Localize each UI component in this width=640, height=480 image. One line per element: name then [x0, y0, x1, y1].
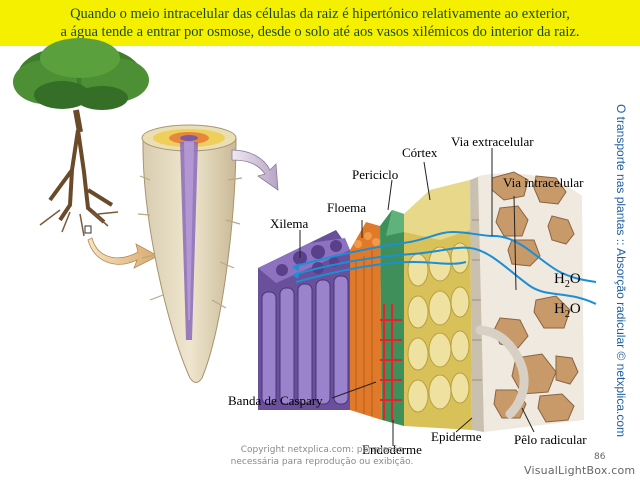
- page-number: 86: [594, 452, 606, 462]
- floema-label: Floema: [327, 200, 366, 215]
- xylem-tissue: [258, 230, 350, 410]
- h2o-label-2: H2O: [554, 301, 581, 320]
- epiderme-label: Epiderme: [431, 429, 482, 444]
- cortex-tissue: [404, 180, 472, 430]
- copyright-notice: Copyright netxplica.com: permissão neces…: [230, 445, 414, 467]
- banda-caspary-label: Banda de Caspary: [228, 393, 323, 408]
- title-banner: Quando o meio intracelular das células d…: [0, 0, 640, 46]
- via-extracelular-label: Via extracelular: [451, 134, 534, 149]
- cortex-label: Córtex: [402, 145, 438, 160]
- tree-icon: [13, 38, 149, 237]
- xilema-label: Xilema: [270, 216, 309, 231]
- leader-lines: [299, 148, 535, 446]
- pelo-radicular-label: Pêlo radicular: [514, 432, 587, 447]
- root-cross-section: [258, 148, 597, 446]
- periciclo-label: Periciclo: [352, 167, 399, 182]
- via-intracelular-label: Via intracelular: [503, 175, 584, 190]
- banner-line-2: a água tende a entrar por osmose, desde …: [60, 24, 580, 40]
- root-tip-illustration: [137, 124, 243, 383]
- h2o-label-1: H2O: [554, 271, 581, 290]
- watermark: VisualLightBox.com: [524, 464, 636, 477]
- banner-line-1: Quando o meio intracelular das células d…: [70, 6, 570, 22]
- endoderme-label: Endoderme: [362, 442, 422, 457]
- water-flow-paths: [295, 230, 597, 305]
- arrow-to-section-icon: [231, 149, 279, 191]
- side-caption: O transporte nas plantas :: Absorção rad…: [614, 104, 628, 438]
- phloem-tissue: [350, 222, 382, 420]
- arrow-to-root-icon: [87, 237, 159, 269]
- root-hair: [475, 325, 529, 419]
